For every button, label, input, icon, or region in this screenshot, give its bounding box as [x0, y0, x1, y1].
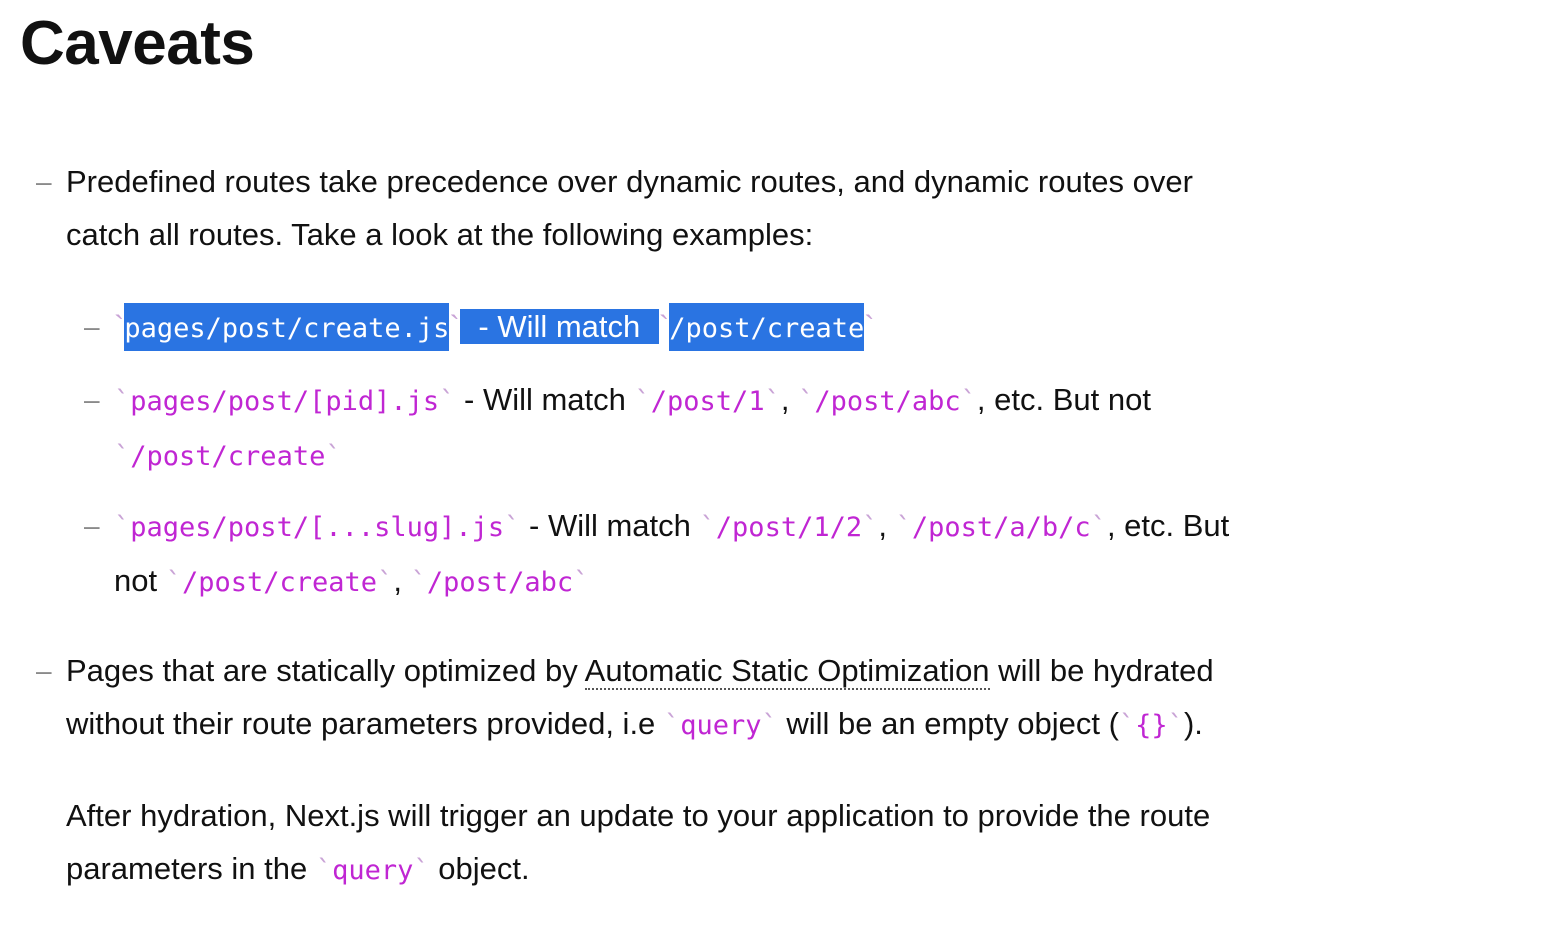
code-empty-object: {} [1135, 710, 1168, 741]
code-post-abc: /post/abc [814, 386, 961, 417]
code-post-create: /post/create [181, 567, 378, 598]
code-query: query [332, 855, 414, 886]
automatic-static-optimization-link[interactable]: Automatic Static Optimization [584, 653, 990, 690]
code-pages-post-slug: pages/post/[...slug].js [130, 512, 505, 543]
list-item-text-line1: Predefined routes take precedence over d… [66, 164, 1193, 199]
code-pages-post-pid: pages/post/[pid].js [130, 386, 440, 417]
sublist-bullet: – [84, 510, 100, 541]
code-post-create: /post/create [130, 441, 326, 472]
list-bullet: – [36, 655, 52, 686]
sublist-bullet: – [84, 384, 100, 415]
sublist-item-pid: `pages/post/[pid].js` - Will match `/pos… [114, 382, 1151, 472]
list-bullet: – [36, 166, 52, 197]
sublist-item-slug: `pages/post/[...slug].js` - Will match `… [114, 508, 1230, 598]
code-post-1: /post/1 [650, 386, 765, 417]
sublist-item-create[interactable]: `pages/post/create.js` - Will match `/po… [114, 300, 875, 355]
hydration-paragraph: After hydration, Next.js will trigger an… [66, 798, 1211, 886]
code-post-abc: /post/abc [426, 567, 574, 598]
page-title: Caveats [20, 9, 255, 78]
list-item-text-line2: catch all routes. Take a look at the fol… [66, 217, 814, 252]
code-pages-post-create: pages/post/create.js [124, 313, 450, 344]
list-item-precedence: Predefined routes take precedence over d… [66, 155, 1193, 261]
code-post-1-2: /post/1/2 [715, 512, 863, 543]
code-post-a-b-c: /post/a/b/c [911, 512, 1091, 543]
sublist-bullet: – [84, 311, 100, 342]
selected-text: - Will match [459, 309, 659, 344]
code-post-create: /post/create [669, 313, 865, 344]
code-query: query [680, 710, 762, 741]
list-item-static-optimization: Pages that are statically optimized by A… [66, 653, 1214, 741]
